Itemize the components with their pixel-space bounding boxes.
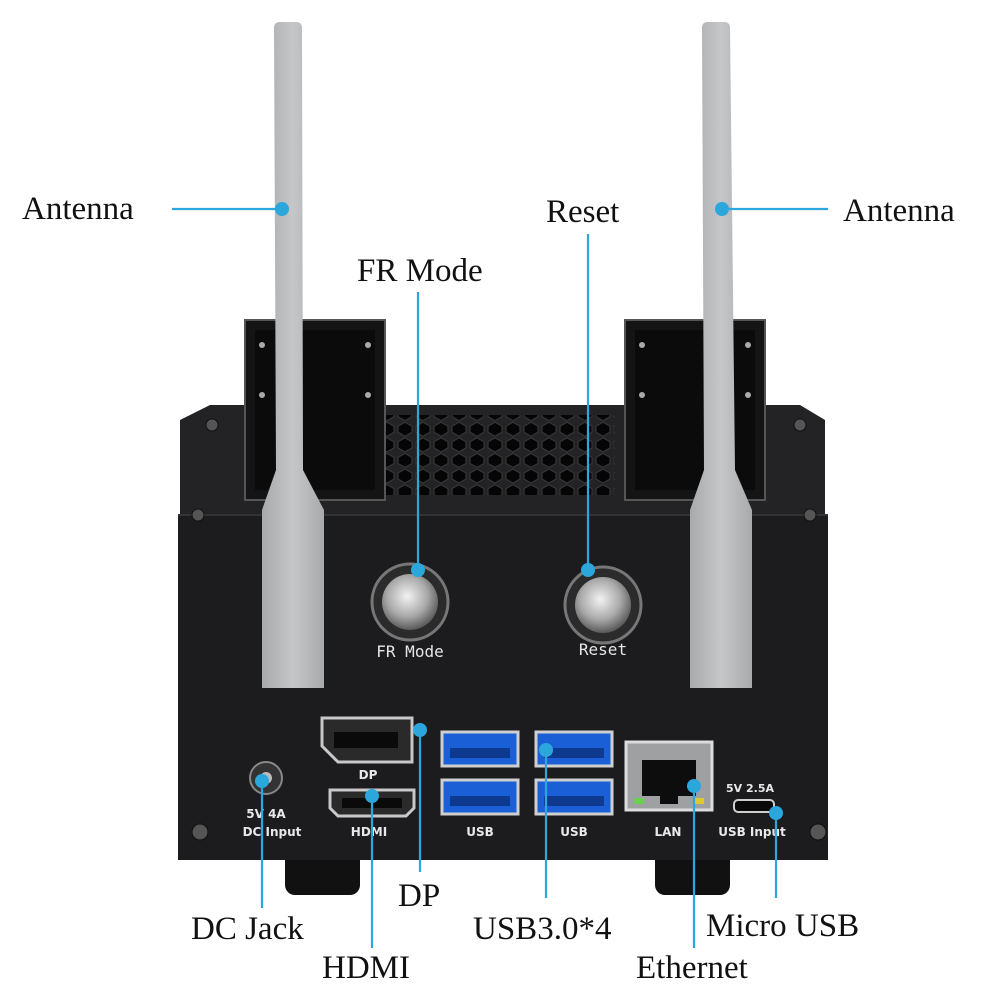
corner-screws [191, 418, 827, 841]
callout-dp: DP [398, 878, 441, 914]
callout-ethernet: Ethernet [636, 950, 748, 986]
reset-button-label: Reset [579, 640, 627, 659]
antenna-right [690, 22, 752, 688]
usb-left-label: USB [466, 825, 494, 839]
fr-mode-button[interactable]: FR Mode [370, 562, 450, 661]
antenna-bracket-left [244, 319, 386, 501]
callout-fr-mode: FR Mode [357, 253, 483, 289]
dc-input-label: DC Input [243, 825, 302, 839]
callout-antenna-right: Antenna [843, 193, 955, 229]
callout-usb: USB3.0*4 [473, 911, 612, 947]
usb-input-rating-label: 5V 2.5A [726, 782, 774, 795]
dp-port-label: DP [359, 768, 378, 782]
leader-lines [172, 202, 828, 948]
callout-reset: Reset [546, 194, 620, 230]
callout-micro-usb: Micro USB [706, 908, 860, 944]
antenna-bracket-right [624, 319, 766, 501]
usb-right-label: USB [560, 825, 588, 839]
micro-usb-port[interactable]: 5V 2.5A USB Input [718, 782, 786, 839]
callout-antenna-left: Antenna [22, 191, 134, 227]
dp-port[interactable]: DP [320, 716, 414, 782]
callout-hdmi: HDMI [322, 950, 410, 986]
fr-mode-button-label: FR Mode [376, 642, 443, 661]
usb-ports-right[interactable]: USB [534, 730, 614, 839]
callout-dc-jack: DC Jack [191, 911, 304, 947]
usb-ports-left[interactable]: USB [440, 730, 520, 839]
antenna-left [262, 22, 324, 688]
hex-vent [385, 415, 615, 495]
ethernet-port[interactable]: LAN [624, 740, 714, 839]
dc-rating-label: 5V 4A [246, 807, 286, 821]
usb-input-label: USB Input [718, 825, 786, 839]
reset-button[interactable]: Reset [563, 565, 643, 659]
lan-label: LAN [655, 825, 682, 839]
hdmi-port-label: HDMI [351, 825, 387, 839]
